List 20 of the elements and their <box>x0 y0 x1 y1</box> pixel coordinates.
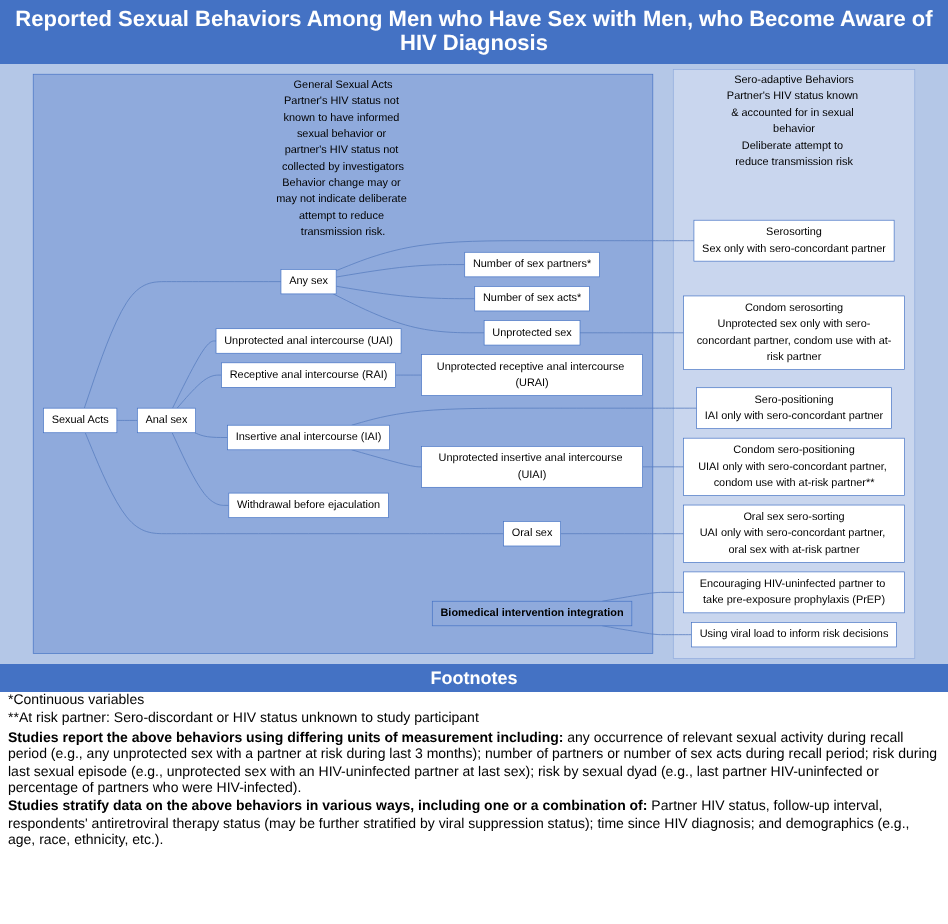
connector <box>351 407 698 426</box>
connector <box>560 533 684 535</box>
connector <box>642 466 684 468</box>
title-banner: Reported Sexual Behaviors Among Men who Have Sex with Men, who Become Aware of HIV Diagnosis <box>0 0 948 64</box>
connector <box>83 281 282 409</box>
connector <box>332 293 485 334</box>
connector <box>335 240 695 272</box>
connector <box>84 432 504 535</box>
connector <box>116 420 138 421</box>
connector <box>579 332 684 334</box>
connector <box>335 285 476 300</box>
connector <box>171 432 230 506</box>
connector <box>176 374 222 409</box>
connector <box>601 591 684 602</box>
connector <box>172 340 217 409</box>
connector <box>601 625 692 636</box>
footnotes-heading: Footnotes <box>0 664 948 692</box>
connector <box>335 264 466 278</box>
connector <box>351 449 422 468</box>
connector <box>194 432 228 438</box>
